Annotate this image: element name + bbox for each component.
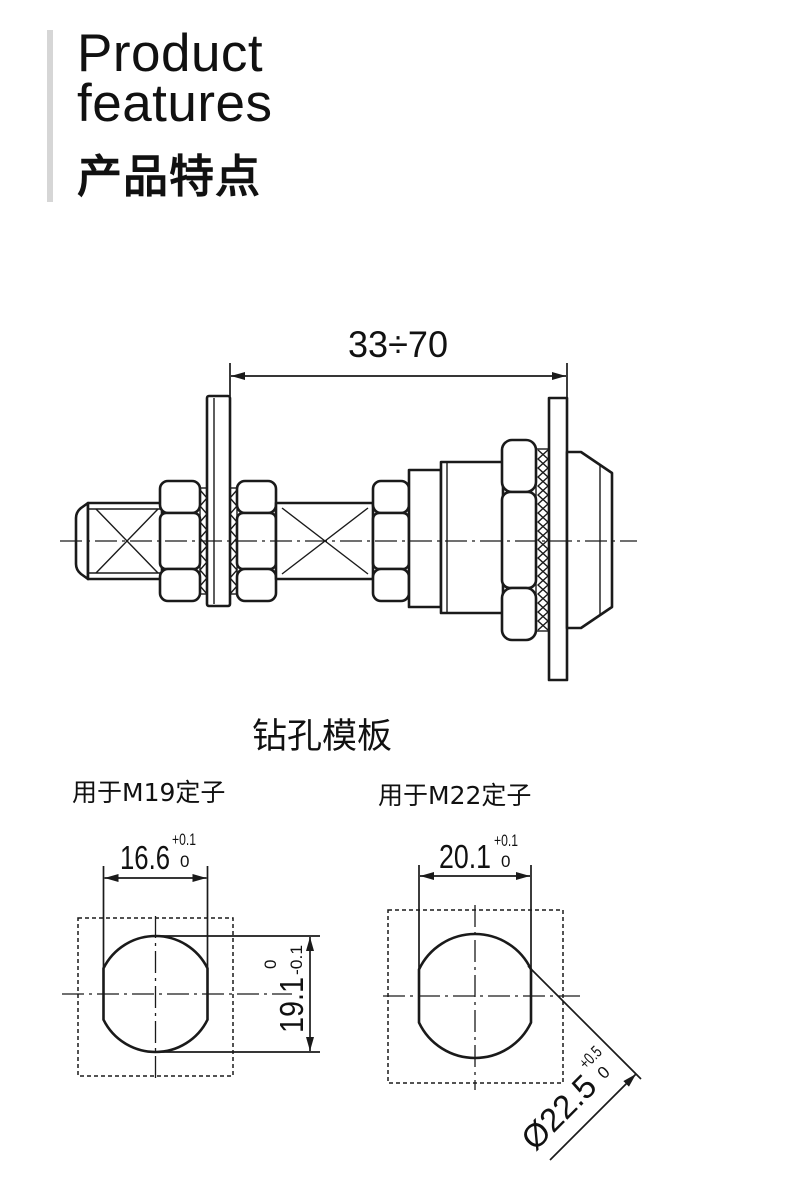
washer-serration [229,489,238,595]
template-m22: 用于M22定子 20.1 +0.1 0 Ø22.5 +0.5 0 [378,781,642,1161]
diameter-extension-line [527,965,642,1080]
barrel-collar [407,468,443,609]
diameter-label: Ø22.5 +0.5 0 [514,1042,614,1157]
width-value: 20.1 [439,838,491,875]
width-upper-tolerance: +0.1 [494,831,518,850]
plate-body [205,394,232,608]
template-m22-caption: 用于M22定子 [378,781,531,810]
width-lower-tolerance: 0 [180,852,189,871]
nut-face-top [371,479,411,515]
nut-face-top [235,479,278,515]
height-upper-tolerance: 0 [261,960,280,969]
diameter-dimension-line [549,1073,637,1161]
diameter-value: Ø22.5 [514,1067,604,1157]
nut-face-top [500,438,538,494]
height-value: 19.1 [273,977,310,1033]
lock-face-outline [565,450,614,630]
diameter-lower-tolerance: 0 [594,1063,614,1083]
length-dimension: 33÷70 [229,324,568,398]
width-lower-tolerance: 0 [501,852,510,871]
lock-barrel [407,460,505,615]
height-label: 19.1 0 -0.1 [261,945,310,1033]
length-dimension-label: 33÷70 [348,324,448,365]
nut-face-bottom [371,567,411,603]
double-d-hole-m22 [417,932,533,1060]
page-title-line-2: features [77,74,273,133]
nut-face-middle [500,490,538,590]
header-accent-bar [47,30,53,202]
panel-hex-nut [500,438,538,642]
barrel-body [439,460,505,615]
height-lower-tolerance: -0.1 [287,945,306,975]
spring-washer-serration-b [536,449,550,631]
template-m19: 用于M19定子 16.6 +0.1 0 19.1 0 -0.1 [62,778,320,1078]
width-upper-tolerance: +0.1 [172,830,196,849]
nut-face-top [158,479,202,515]
mounting-plate [205,394,232,608]
page-title-chinese: 产品特点 [77,150,262,203]
nut-face-bottom [235,567,278,603]
nut-face-bottom [500,586,538,642]
spring-washer-serration-a [536,449,550,631]
double-d-hole-m19 [102,934,209,1054]
nut-face-bottom [158,567,202,603]
template-m19-caption: 用于M19定子 [72,778,225,807]
drill-template-title: 钻孔模板 [252,717,392,757]
assembly-drawing: 33÷70 [60,324,637,682]
page-title-line-1: Product [77,24,264,83]
lock-face [565,450,614,630]
stud-flat-mark-b [95,508,159,574]
spring-washer [535,448,550,632]
cabinet-panel [547,396,569,682]
width-value: 16.6 [120,839,170,876]
